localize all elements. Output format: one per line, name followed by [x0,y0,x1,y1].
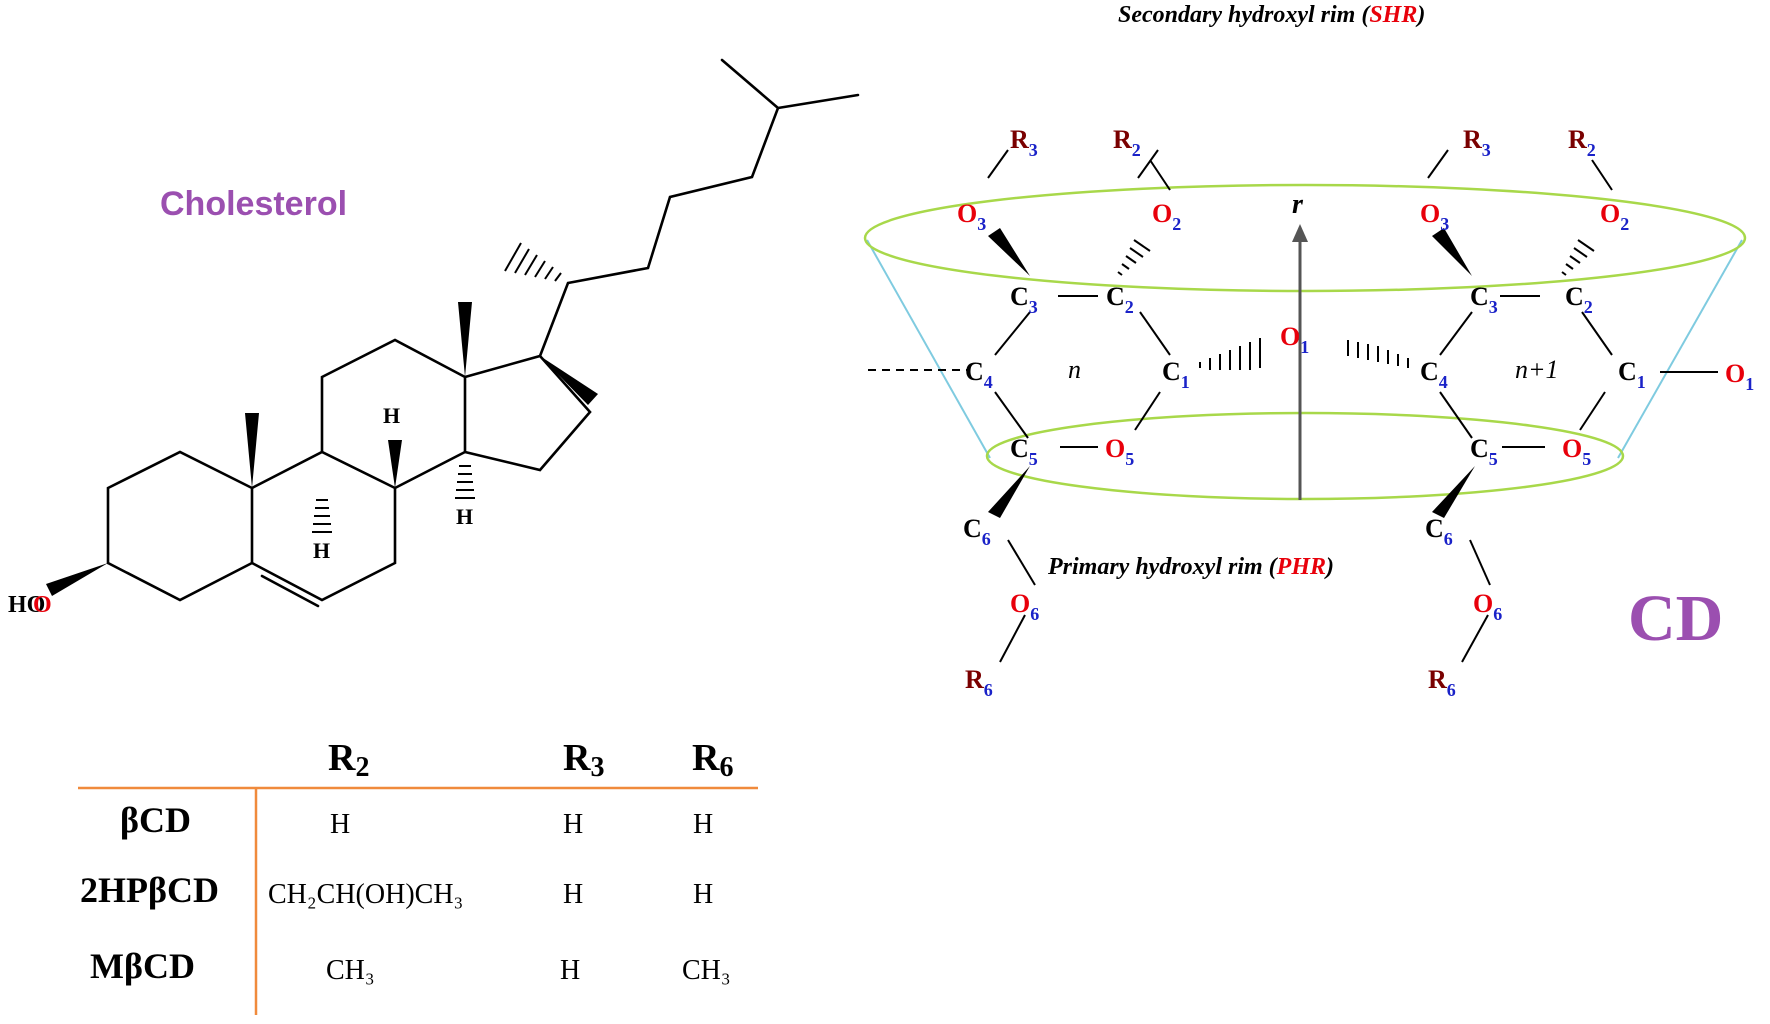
atom-c4-n: C4 [965,357,993,392]
cone-left-side [866,239,991,459]
atom-o3-n: O3 [957,199,986,234]
side-chain-branch [720,58,780,110]
cell-r3: H [563,809,583,840]
atom-c3-n: C3 [1010,282,1038,317]
primary-rim-label: Primary hydroxyl rim (PHR) [1047,554,1334,580]
atom-o6-n: O6 [1010,589,1039,624]
table-row: βCD H H H [120,800,713,840]
atom-o2-n: O2 [1152,199,1181,234]
row-name-2hpbetacd: 2HPβCD [80,870,219,910]
cell-r2: CH₂CH(OH)CH₃ [268,879,463,910]
hash-c2-o2-n [1117,239,1151,276]
atom-o5-n: O5 [1105,434,1134,469]
cd-structure: Secondary hydroxyl rim (SHR) Primary hyd… [863,2,1754,700]
atom-r3-n1: R3 [1463,125,1491,160]
wedge-c5-c6-n [988,466,1030,518]
atom-r2-n1: R2 [1568,125,1596,160]
atom-o6-n1: O6 [1473,589,1502,624]
cholesterol-title: Cholesterol [160,185,347,223]
atom-o1-bridge: O1 [1280,322,1309,357]
table-header-r2: R2 [328,737,369,783]
atom-c2-n1: C2 [1565,282,1593,317]
atom-o5-n1: O5 [1562,434,1591,469]
ho-wedge [46,563,108,596]
row-name-betacd: βCD [120,800,191,840]
cell-r6: H [693,879,713,910]
h-wedge-c8 [388,440,402,488]
cell-r2: H [330,809,350,840]
hash-c2-o2-n1 [1561,239,1595,276]
unit-n1-bonds [1427,149,1718,663]
ring-a [106,450,254,602]
ring-b [250,450,397,602]
table-row: MβCD CH₃ H CH₃ [90,946,731,986]
ring-d [463,354,592,472]
wedge-c3-o3-n1 [1432,228,1472,276]
cell-r3: H [560,955,580,986]
row-name-mbetacd: MβCD [90,946,195,986]
axis-arrowhead [1292,224,1308,242]
cone-right-side [1617,239,1743,459]
secondary-rim-ellipse [863,183,1747,293]
atom-o3-n1: O3 [1420,199,1449,234]
cd-title: CD [1628,582,1723,655]
hash-o1-c4-n1 [1347,340,1409,368]
atom-c6-n: C6 [963,514,991,549]
unit-n1-atoms: R3 R2 O3 O2 C3 C2 C4 C1 C5 O5 C6 O6 R6 O… [1420,125,1754,700]
atom-o1-right: O1 [1725,359,1754,394]
table-header-r3: R3 [563,737,604,783]
atom-c5-n: C5 [1010,434,1038,469]
unit-label-n: n [1068,355,1081,384]
h-label-c9: H [313,538,330,563]
atom-c1-n1: C1 [1618,357,1646,392]
unit-n-bonds [868,149,1171,663]
methyl-wedge-c10 [245,413,259,488]
ho-label: HO [8,592,45,618]
h-hash-c9 [312,499,332,533]
substituent-table: R2 R3 R6 βCD H H H 2HPβCD CH₂CH(OH)CH₃ H… [78,737,758,1015]
wedge-c17 [540,356,598,405]
atom-c2-n: C2 [1106,282,1134,317]
hash-c1-o1-n [1199,338,1261,370]
ring-b-double-bond [260,574,320,608]
axis-vector-label: r⃗ [1292,189,1325,220]
h-label-c8: H [383,403,400,428]
atom-c6-n1: C6 [1425,514,1453,549]
atom-r6-n1: R6 [1428,665,1456,700]
table-header-r6: R6 [692,737,733,783]
side-chain [538,93,860,358]
cholesterol-structure: Cholesterol HO O H H [8,58,860,618]
wedge-c3-o3-n [988,228,1030,276]
atom-c1-n: C1 [1162,357,1190,392]
atom-r3-n: R3 [1010,125,1038,160]
atom-c4-n1: C4 [1420,357,1448,392]
atom-c3-n1: C3 [1470,282,1498,317]
cell-r6: H [693,809,713,840]
c20-hash-methyl [504,242,562,282]
ring-c [320,338,467,490]
h-hash-c14 [455,465,475,499]
primary-rim-ellipse [985,411,1625,501]
secondary-rim-label: Secondary hydroxyl rim (SHR) [1118,2,1425,28]
atom-o2-n1: O2 [1600,199,1629,234]
cell-r6: CH₃ [682,955,731,986]
unit-n-atoms: R3 R2 O3 O2 C3 C2 C4 C1 C5 O5 C6 O6 R6 [957,125,1190,700]
ho-o: O [33,592,52,618]
cell-r2: CH₃ [326,955,375,986]
cell-r3: H [563,879,583,910]
h-label-c14: H [456,504,473,529]
wedge-c5-c6-n1 [1432,466,1475,518]
unit-label-n-plus-1: n+1 [1515,355,1559,384]
atom-r2-n: R2 [1113,125,1141,160]
atom-r6-n: R6 [965,665,993,700]
atom-c5-n1: C5 [1470,434,1498,469]
methyl-wedge-c13 [458,302,472,377]
table-row: 2HPβCD CH₂CH(OH)CH₃ H H [80,870,713,910]
